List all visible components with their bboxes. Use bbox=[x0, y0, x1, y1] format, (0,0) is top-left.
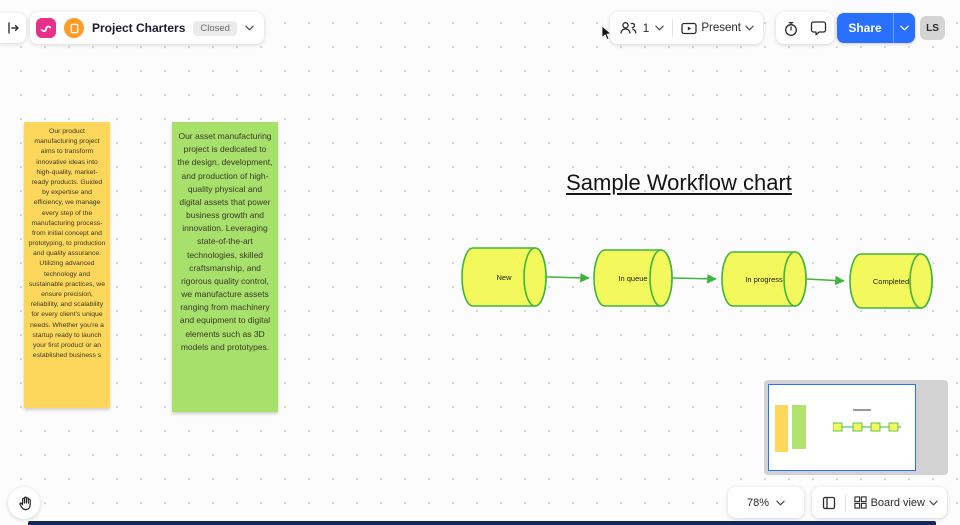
stage-label: Completed bbox=[873, 277, 909, 286]
hand-tool-button[interactable] bbox=[8, 487, 40, 519]
frames-button[interactable] bbox=[821, 493, 837, 513]
participants-dropdown[interactable]: 1 bbox=[619, 21, 665, 35]
minimap-title-mark bbox=[853, 409, 871, 411]
bottom-bar bbox=[28, 521, 936, 525]
sticky-note-yellow[interactable]: Our product manufacturing project aims t… bbox=[24, 122, 110, 408]
stage-label: In queue bbox=[618, 274, 647, 283]
divider bbox=[672, 19, 674, 37]
participants-count: 1 bbox=[642, 21, 650, 35]
zoom-control[interactable]: 78% bbox=[728, 487, 804, 518]
board-view-icon bbox=[853, 496, 867, 509]
board-menu-chevron-icon[interactable] bbox=[245, 25, 254, 31]
workflow-chart-title[interactable]: Sample Workflow chart bbox=[566, 170, 792, 195]
divider bbox=[844, 493, 846, 512]
board-template-icon[interactable] bbox=[64, 18, 84, 38]
timer-icon bbox=[785, 21, 798, 36]
workflow-shape-in-progress[interactable]: In progress bbox=[721, 251, 807, 307]
app-logo-icon[interactable] bbox=[36, 18, 56, 38]
minimap-sticky-yellow bbox=[775, 405, 788, 452]
frames-icon bbox=[822, 496, 836, 509]
minimap-sticky-green bbox=[792, 405, 806, 449]
present-label: Present bbox=[701, 22, 741, 34]
sidebar-toggle-button[interactable] bbox=[0, 13, 26, 43]
participants-icon bbox=[620, 22, 637, 34]
workflow-arrow-2 bbox=[672, 273, 717, 284]
present-icon bbox=[681, 22, 698, 34]
collaboration-panel: 1 Present bbox=[609, 12, 763, 44]
comments-icon bbox=[811, 21, 827, 36]
minimap[interactable] bbox=[764, 380, 948, 475]
chevron-down-icon bbox=[655, 25, 665, 31]
share-options-button[interactable] bbox=[893, 13, 915, 43]
chevron-down-icon bbox=[929, 500, 938, 505]
user-avatar[interactable]: LS bbox=[920, 16, 945, 40]
hand-tool-icon bbox=[18, 495, 31, 510]
board-view-dropdown[interactable]: Board view bbox=[853, 496, 938, 509]
board-header: Project Charters Closed bbox=[30, 12, 264, 44]
view-switcher: Board view bbox=[812, 487, 947, 518]
tools-panel bbox=[776, 12, 834, 44]
comments-button[interactable] bbox=[807, 16, 831, 40]
cursor-icon bbox=[601, 26, 612, 41]
sticky-note-green[interactable]: Our asset manufacturing project is dedic… bbox=[172, 122, 278, 412]
sidebar-toggle-icon bbox=[8, 22, 19, 34]
workflow-shape-completed[interactable]: Completed bbox=[849, 253, 933, 309]
chevron-down-icon bbox=[776, 500, 785, 505]
minimap-viewport[interactable] bbox=[768, 384, 916, 471]
stage-label: In progress bbox=[745, 275, 783, 284]
stage-label: New bbox=[496, 273, 512, 282]
present-button[interactable]: Present bbox=[681, 22, 754, 35]
minimap-workflow bbox=[833, 422, 901, 432]
share-button[interactable]: Share bbox=[837, 13, 915, 43]
view-label: Board view bbox=[870, 496, 925, 509]
workflow-shape-in-queue[interactable]: In queue bbox=[593, 249, 673, 307]
share-label: Share bbox=[848, 21, 882, 35]
workflow-shape-new[interactable]: New bbox=[461, 247, 547, 307]
workflow-diagram[interactable]: New In queue In progress Completed bbox=[455, 240, 940, 315]
zoom-level: 78% bbox=[746, 496, 770, 509]
board-title[interactable]: Project Charters bbox=[92, 21, 186, 35]
chevron-down-icon bbox=[745, 25, 754, 31]
chevron-down-icon bbox=[900, 25, 909, 31]
workflow-arrow-1 bbox=[546, 272, 590, 283]
workflow-arrow-3 bbox=[806, 275, 845, 286]
timer-button[interactable] bbox=[779, 16, 803, 40]
status-badge: Closed bbox=[193, 20, 237, 36]
